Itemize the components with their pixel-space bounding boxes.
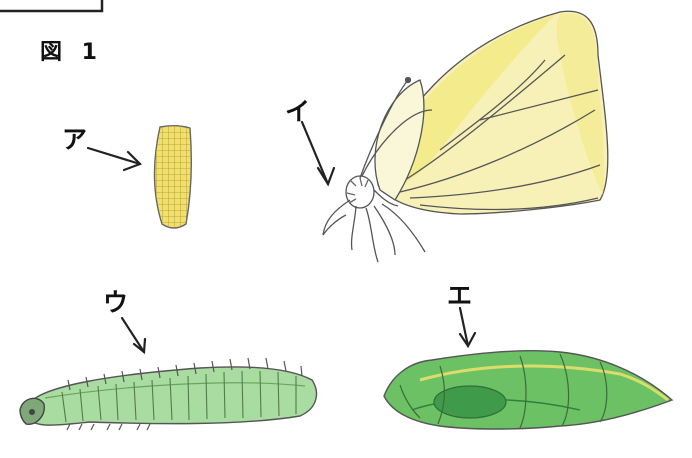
caterpillar (20, 358, 316, 430)
marker-i-label: イ (285, 92, 310, 128)
butterfly (323, 11, 608, 262)
arrow-to-chrysalis (460, 308, 475, 346)
figure-label: 図 1 (40, 34, 103, 66)
arrow-to-butterfly (302, 122, 334, 184)
marker-u-label: ウ (103, 283, 128, 319)
marker-a-label: ア (62, 120, 87, 156)
figure-frame-corner (0, 0, 102, 11)
arrow-to-caterpillar (122, 318, 145, 352)
egg (154, 126, 191, 228)
arrow-to-egg (88, 148, 140, 170)
chrysalis (384, 351, 672, 429)
marker-e-label: エ (447, 276, 472, 312)
